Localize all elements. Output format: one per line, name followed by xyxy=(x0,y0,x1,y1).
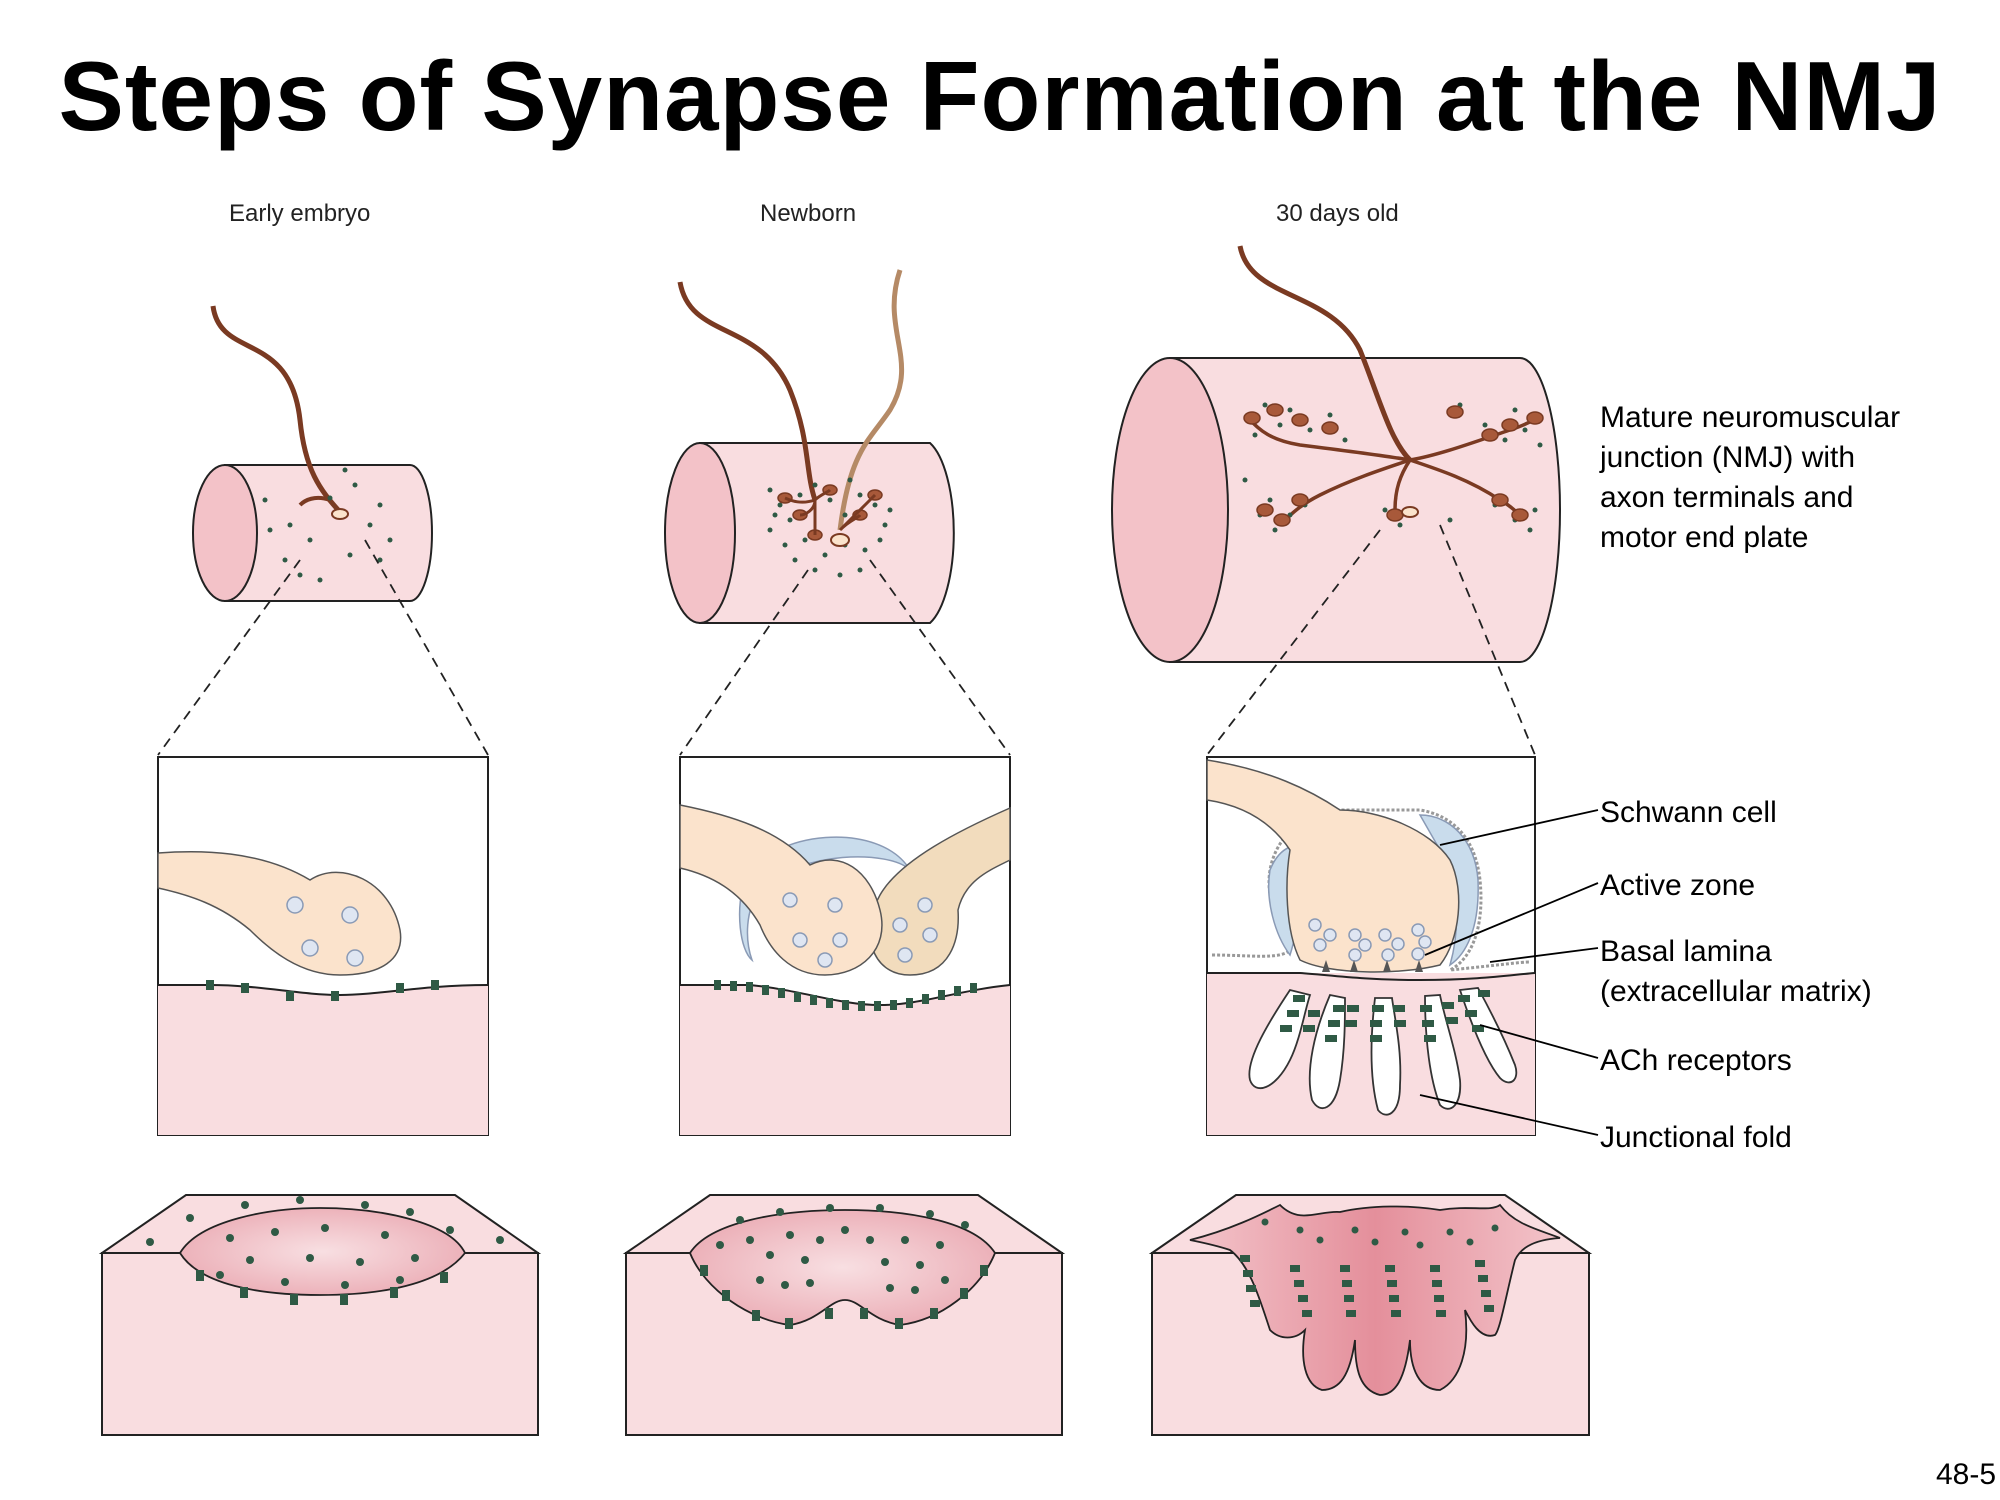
mature-axon-terminals xyxy=(1243,403,1544,527)
early-receptor-dots xyxy=(262,467,393,583)
mature-nmj-label: Mature neuromuscular junction (NMJ) with… xyxy=(1600,398,1900,558)
label-leader-lines xyxy=(1419,809,1599,1136)
newborn-block xyxy=(622,1194,1066,1436)
stage-label-newborn: Newborn xyxy=(760,200,857,227)
newborn-receptor-cluster xyxy=(767,477,893,578)
mature-ach-receptors xyxy=(1280,990,1490,1042)
zoom-lines xyxy=(157,524,1536,756)
newborn-zoom xyxy=(679,756,1011,1136)
mature-fiber xyxy=(1111,245,1561,663)
ach-receptors-label: ACh receptors xyxy=(1600,1044,1792,1077)
schwann-cell-label: Schwann cell xyxy=(1600,796,1777,829)
basal-lamina-subtitle: (extracellular matrix) xyxy=(1600,975,1872,1008)
active-zone-label: Active zone xyxy=(1600,869,1756,902)
page-number: 48-5 xyxy=(1935,1458,1996,1491)
basal-lamina-label: Basal lamina (extracellular matrix) xyxy=(1600,932,1872,1012)
mature-nmj-label-line-1: Mature neuromuscular xyxy=(1600,401,1901,434)
newborn-fiber xyxy=(664,269,955,624)
junctional-fold-label: Junctional fold xyxy=(1600,1121,1792,1154)
mature-nmj-label-line-3: axon terminals and xyxy=(1600,481,1854,514)
stage-label-early-embryo: Early embryo xyxy=(229,200,371,227)
early-embryo-block xyxy=(98,1194,542,1436)
page-title: Steps of Synapse Formation at the NMJ xyxy=(58,41,1942,151)
mature-zoom xyxy=(1206,756,1536,1136)
early-embryo-zoom xyxy=(157,756,489,1136)
mature-nmj-label-line-4: motor end plate xyxy=(1600,521,1809,554)
mature-nmj-label-line-2: junction (NMJ) with xyxy=(1600,441,1856,474)
mature-block xyxy=(1148,1194,1593,1436)
early-embryo-fiber xyxy=(192,305,433,602)
stage-label-30-days-old: 30 days old xyxy=(1276,200,1399,227)
basal-lamina-title: Basal lamina xyxy=(1600,935,1772,968)
